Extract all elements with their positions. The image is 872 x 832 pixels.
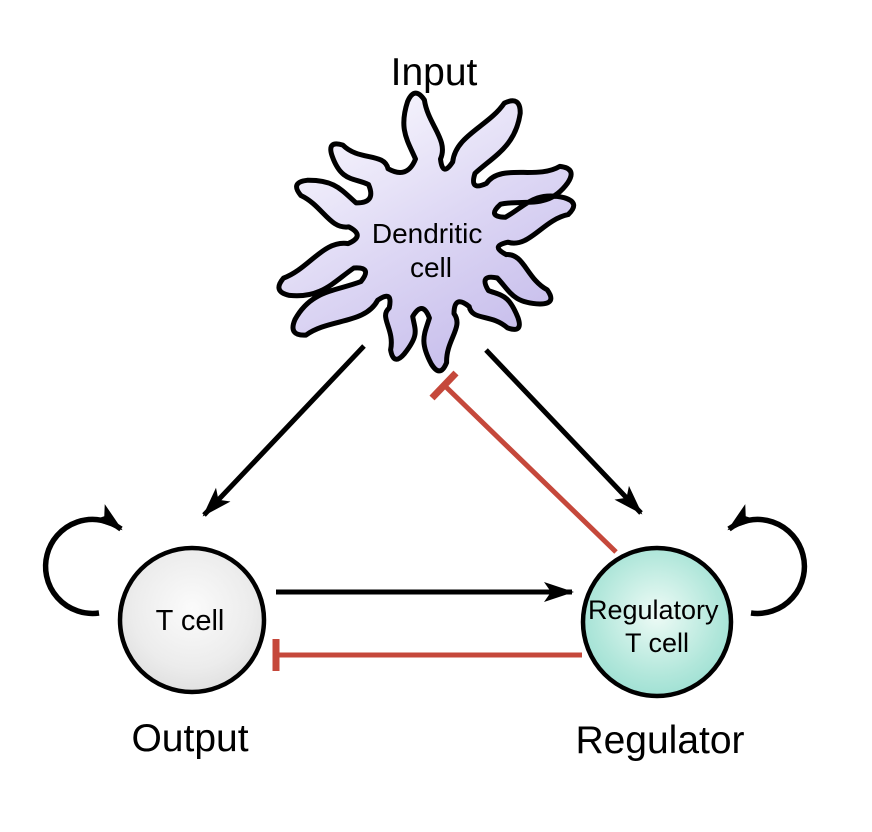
tcell-node: T cell xyxy=(117,545,267,695)
regulator-role-label: Regulator xyxy=(575,719,744,762)
self-activation-loop-tcell xyxy=(42,504,123,617)
inhibition-tbar-treg-to-dendritic xyxy=(429,370,459,401)
treg-node: Regulatory T cell xyxy=(580,545,734,699)
tcell-circle xyxy=(117,545,267,695)
input-role-label: Input xyxy=(391,51,478,94)
dendritic-cell-label: Dendritic cell xyxy=(372,218,490,283)
activation-arrow-dendritic-to-tcell xyxy=(202,344,366,517)
tcell-label: T cell xyxy=(156,605,225,637)
output-role-label: Output xyxy=(131,717,248,760)
dendritic-cell-node: Dendritic cell xyxy=(276,90,577,374)
inhibition-line-treg-to-dendritic xyxy=(443,384,618,554)
activation-arrow-dendritic-to-treg xyxy=(484,348,643,515)
treg-label: Regulatory T cell xyxy=(588,595,726,658)
treg-circle xyxy=(580,545,734,699)
dendritic-cell-shape xyxy=(276,90,577,374)
self-activation-loop-treg xyxy=(727,504,808,617)
